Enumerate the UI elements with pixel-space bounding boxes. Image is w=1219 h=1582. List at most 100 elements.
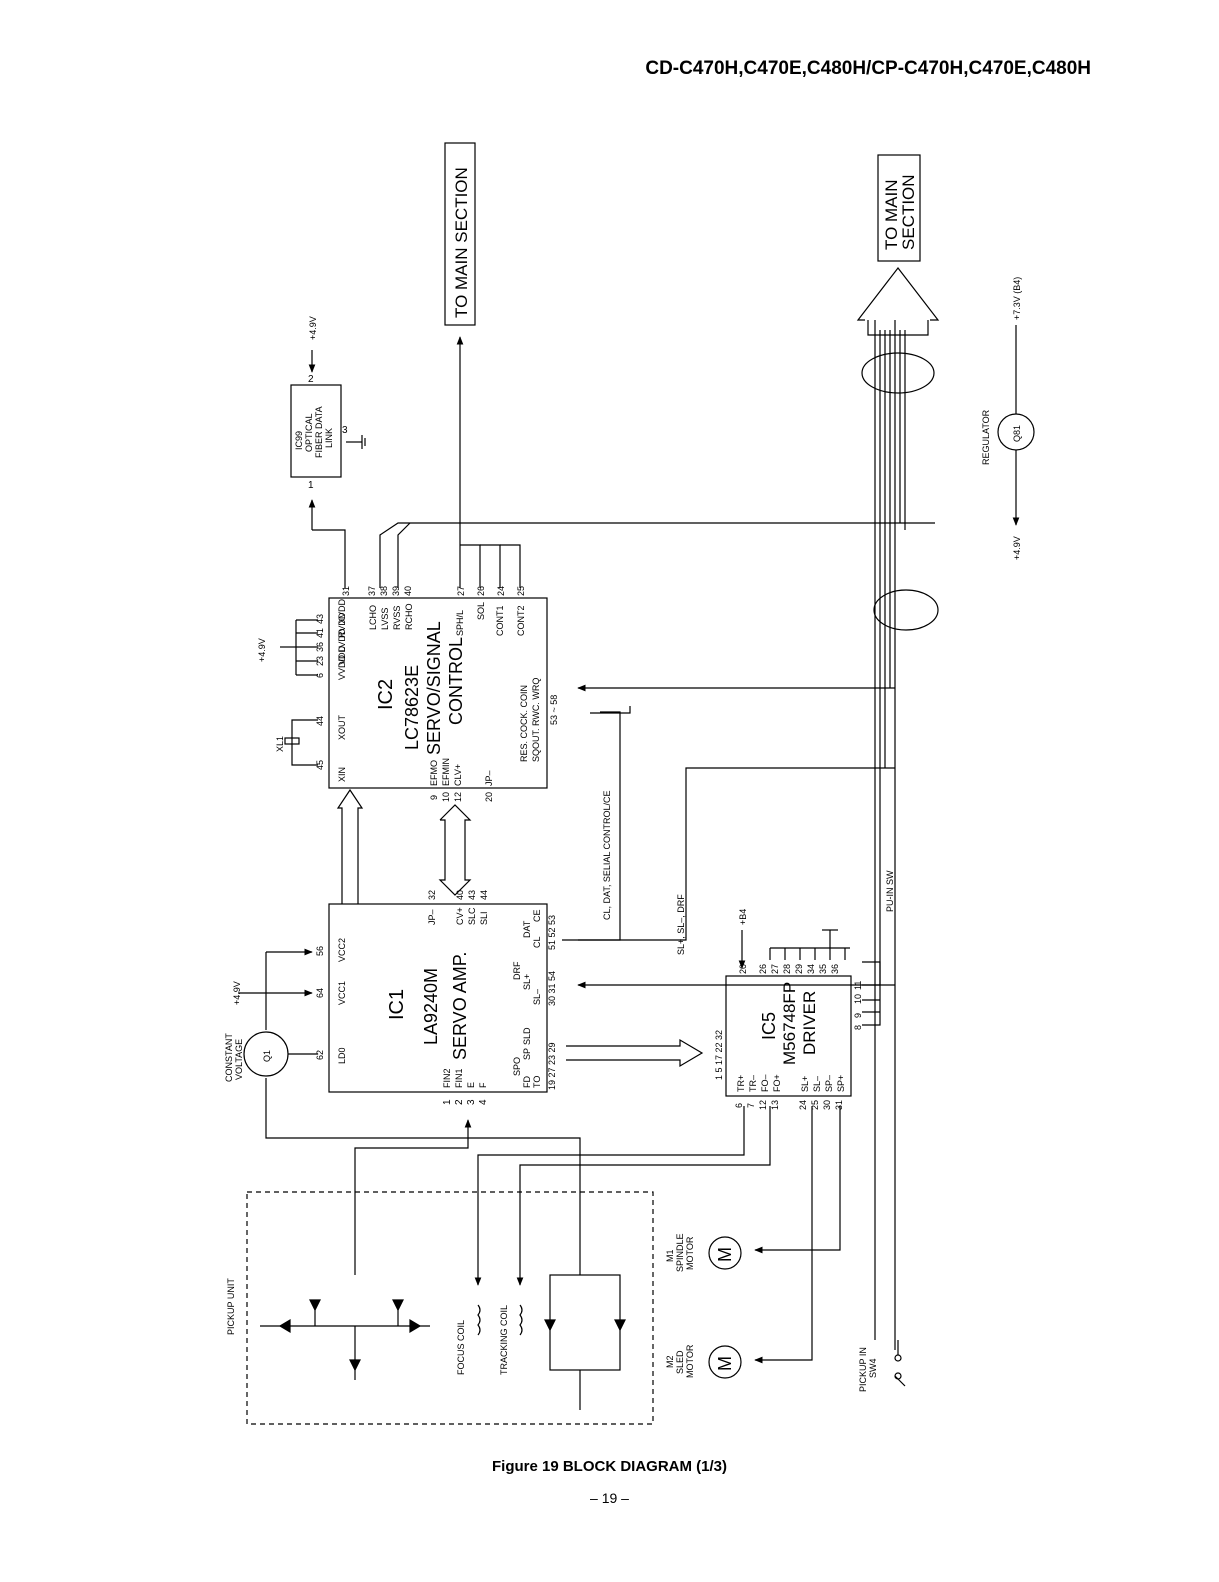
ic2-function1: SERVO/SIGNAL [424, 621, 444, 755]
ic2-pin-clv: CLV+ [453, 764, 463, 786]
ic2-pin-lcho: LCHO [368, 605, 378, 630]
sw4-label: SW4 [868, 1358, 878, 1378]
ic2-pinnum-31: 31 [341, 586, 351, 596]
ic99-pin2: 2 [308, 374, 314, 385]
ic1-pin-slc: SLC [467, 907, 477, 925]
ic5-pin-sp-minus: SP– [824, 1075, 834, 1092]
ic1-pin-f: F [478, 1082, 488, 1088]
ic1-pin-jp-minus: JP– [427, 909, 437, 925]
ic1-pinnum-19-29: 19 27 23 29 [547, 1042, 557, 1090]
bus-serial-label: CL, DAT, SELIAL CONTROL/CE [602, 790, 612, 920]
ic5-pinnum-26: 26 [758, 964, 768, 974]
ic5-pinnum-30: 30 [822, 1100, 832, 1110]
ic99-line3: FIBER DATA [314, 406, 324, 458]
to-main-box-2 [877, 154, 921, 262]
ic99-pin3: 3 [342, 425, 348, 436]
ic2-pinnum-25: 25 [516, 586, 526, 596]
ic1-pin-ce: CE [532, 909, 542, 922]
plus73-label: +7.3V (B4) [1012, 277, 1022, 320]
ic99-pin1: 1 [308, 480, 314, 491]
spindle-label: SPINDLE [675, 1233, 685, 1272]
ic5-name: IC5 [759, 1012, 779, 1040]
xl1-label: XL1 [275, 736, 285, 752]
ic5-pinnum-36: 36 [830, 964, 840, 974]
ic2-pinnum-53-58: 53 ~ 58 [549, 695, 559, 725]
ic1-pin-e: E [466, 1082, 476, 1088]
regulator-label: REGULATOR [981, 409, 991, 465]
ic1-pin-spo: SPO [512, 1057, 522, 1076]
ic1-pinnum-64: 64 [315, 988, 325, 998]
ic2-pinnum-44: 44 [315, 716, 325, 726]
ic99-line2: OPTICAL [304, 413, 314, 452]
ic2-name: IC2 [375, 679, 397, 710]
ic5-pinnum-29: 29 [794, 964, 804, 974]
ic2-pin-vvdd: VVDD [337, 654, 347, 680]
ic2-pinnum-24: 24 [496, 586, 506, 596]
ic5-pinnum-27: 27 [770, 964, 780, 974]
ic99-name: IC99 [294, 431, 304, 450]
ic2-pinnum-43: 43 [315, 614, 325, 624]
ic2-pin-sol: SOL [476, 602, 486, 620]
ic1-pinnum-32: 32 [427, 890, 437, 900]
pickup-in-label: PICKUP IN [858, 1347, 868, 1392]
ic1-pin-sld: SLD [522, 1027, 532, 1045]
ic1-pin-sl-plus: SL+ [522, 974, 532, 990]
ic1-pin-to: TO [532, 1076, 542, 1088]
ic5-pin-sp-plus: SP+ [836, 1075, 846, 1092]
ic2-pin-cont1: CONT1 [495, 605, 505, 636]
sled-label: SLED [675, 1350, 685, 1374]
ic2-box [328, 597, 548, 789]
ic99-box [290, 384, 342, 478]
pickup-unit-label: PICKUP UNIT [226, 1278, 236, 1335]
ic5-pin-sl-plus: SL+ [800, 1076, 810, 1092]
ic5-pinnum-8: 8 [853, 1025, 863, 1030]
ic2-pin-xout: XOUT [337, 714, 347, 740]
ic5-pinnum-31: 31 [834, 1100, 844, 1110]
ic1-pin-dat: DAT [522, 920, 532, 938]
ic5-pinnum-11: 11 [853, 981, 863, 990]
ic1-pin-cv-plus: CV+ [455, 907, 465, 925]
ic5-pinnum-35: 35 [818, 964, 828, 974]
to-main-label-2a: TO MAIN [882, 179, 901, 250]
ic1-function: SERVO AMP. [450, 952, 470, 1060]
ic2-pin-vdd: VDD [337, 645, 347, 665]
ic2-pin-efmin: EFMIN [441, 758, 451, 786]
ic1-pin-sp: SP [522, 1048, 532, 1060]
pu-in-sw-label: PU-IN SW [885, 870, 895, 912]
ic5-box [725, 975, 852, 1097]
motor2-label: MOTOR [685, 1344, 695, 1378]
ic5-pinnum-9: 9 [853, 1013, 863, 1018]
ic5-pinnum-12: 12 [758, 1100, 768, 1110]
q1-label: Q1 [262, 1050, 272, 1062]
ic2-pinnum-39: 39 [391, 586, 401, 596]
ic1-pinnum-4: 4 [478, 1099, 489, 1105]
ic1-pin-fd: FD [522, 1076, 532, 1088]
ic1-pin-vcc2: VCC2 [337, 938, 347, 962]
ic5-pinnum-24: 24 [798, 1100, 808, 1110]
ic5-function: DRIVER [800, 991, 819, 1055]
ic2-pin-rvss: RVSS [392, 606, 402, 630]
ic5-pin-fo-minus: FO– [760, 1074, 770, 1092]
ic1-box [328, 903, 548, 1093]
ic1-pinnum-62: 62 [315, 1050, 325, 1060]
ic5-pinnum-1-32: 1 5 17 22 32 [714, 1030, 724, 1080]
ic2-pinnum-37: 37 [367, 586, 377, 596]
ic2-pinnum-6: 6 [315, 673, 325, 678]
ic2-pin-xvdd: XVDD [337, 598, 347, 624]
to-main-box-1 [444, 142, 476, 326]
ic1-pin-ld0: LD0 [337, 1047, 347, 1064]
ic2-pin-lvdd: LVDD [337, 628, 347, 652]
ic1-pinnum-40: 40 [455, 890, 465, 900]
ic2-part: LC78623E [402, 665, 422, 750]
ic2-pin-xin: XIN [337, 767, 347, 782]
reg-plus49-label: +4.9V [1012, 536, 1022, 560]
ic2-vcc-label: +4.9V [257, 638, 267, 662]
ic5-pinnum-10: 10 [853, 994, 863, 1004]
ic2-pinnum-20: 20 [484, 792, 494, 802]
ic1-name: IC1 [386, 989, 408, 1020]
ic1-pin-sli: SLI [479, 911, 489, 925]
model-header: CD-C470H,C470E,C480H/CP-C470H,C470E,C480… [645, 58, 1091, 79]
ic1-pin-fin2: FIN2 [442, 1068, 452, 1088]
m2-label: M2 [665, 1355, 675, 1368]
